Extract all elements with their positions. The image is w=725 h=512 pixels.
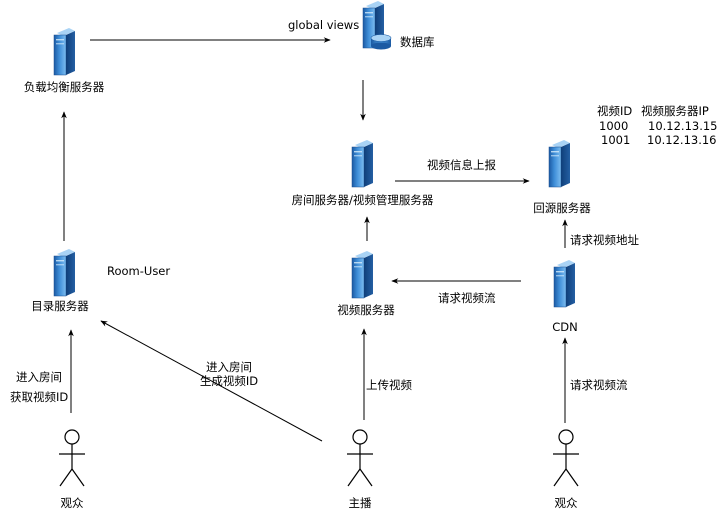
room-server-label: 房间服务器/视频管理服务器 [291, 193, 434, 207]
table-cell-ip-1001: 10.12.13.16 [647, 133, 717, 147]
edge-label-request-stream-viewer: 请求视频流 [570, 378, 628, 392]
edges [61, 37, 568, 442]
edge-label-get-video-id: 获取视频ID [10, 390, 69, 404]
viewer-left-label: 观众 [60, 496, 84, 510]
viewer-right-actor-icon [553, 429, 579, 487]
table-header-server-ip: 视频服务器IP [641, 104, 709, 118]
edge-label-room-user: Room-User [107, 264, 171, 278]
table-cell-id-1000: 1000 [599, 119, 629, 133]
video-server-icon [351, 250, 374, 299]
streamer-actor-icon [347, 429, 373, 487]
viewer-left-actor-icon [59, 429, 85, 487]
cdn-label: CDN [552, 320, 578, 334]
lb-server-label: 负载均衡服务器 [23, 80, 105, 94]
database-icon [362, 0, 392, 50]
edge-label-video-info-report: 视频信息上报 [427, 158, 496, 172]
lb-server-icon [53, 27, 76, 76]
origin-server-icon [548, 139, 571, 188]
edge-label-request-stream-cdn: 请求视频流 [438, 291, 496, 305]
edge-label-gen-video-id: 生成视频ID [199, 374, 259, 388]
room-server-icon [351, 139, 374, 188]
directory-server-label: 目录服务器 [31, 299, 89, 313]
edge-label-enter-room-1: 进入房间 [16, 370, 62, 384]
streamer-label: 主播 [348, 496, 372, 510]
table-cell-id-1001: 1001 [601, 133, 631, 147]
edge-label-enter-room-2: 进入房间 [206, 360, 252, 374]
edge-label-upload-video: 上传视频 [366, 378, 412, 392]
video-server-label: 视频服务器 [337, 303, 395, 317]
directory-server-icon [53, 248, 76, 297]
viewer-right-label: 观众 [554, 496, 578, 510]
origin-server-label: 回源服务器 [533, 201, 591, 215]
table-cell-ip-1000: 10.12.13.15 [648, 119, 718, 133]
edge-streamer-to-directory [100, 320, 323, 442]
database-label: 数据库 [400, 35, 435, 49]
cdn-server-icon [553, 259, 576, 308]
edge-label-global-views: global views [288, 18, 360, 32]
table-header-video-id: 视频ID [597, 104, 633, 118]
edge-label-request-video-addr: 请求视频地址 [570, 233, 639, 247]
